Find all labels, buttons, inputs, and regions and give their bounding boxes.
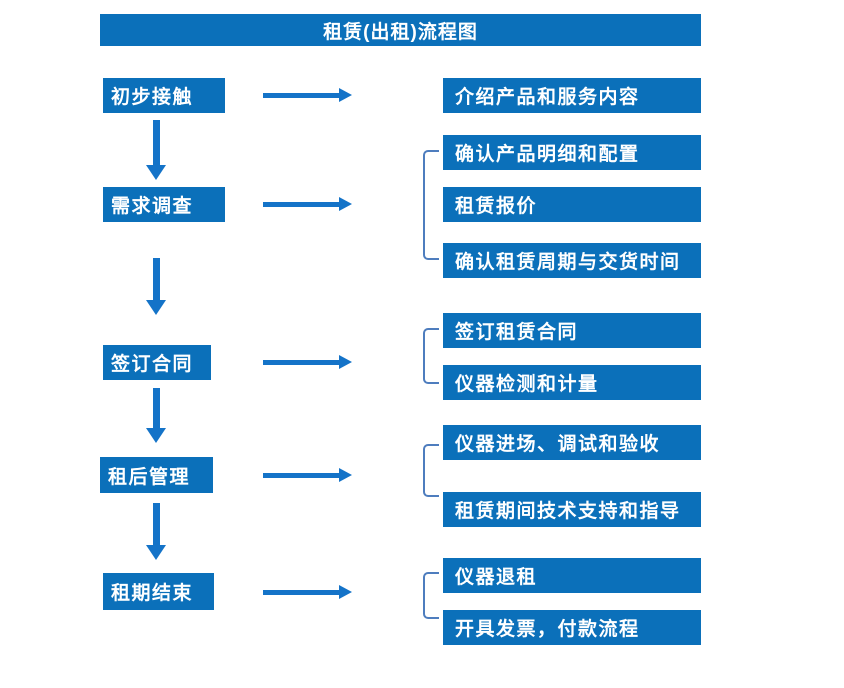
detail-box-confirm-period-delivery: 确认租赁周期与交货时间	[443, 243, 701, 278]
right-arrow-icon	[263, 88, 352, 102]
right-arrow-icon	[263, 585, 352, 599]
down-arrow-icon	[146, 120, 166, 180]
group-bracket-sign-contract	[423, 328, 439, 384]
detail-box-technical-support: 租赁期间技术支持和指导	[443, 492, 701, 527]
detail-box-introduce-products: 介绍产品和服务内容	[443, 78, 701, 113]
step-box-demand-survey: 需求调查	[103, 187, 225, 222]
detail-box-instrument-setup-acceptance: 仪器进场、调试和验收	[443, 425, 701, 460]
step-box-post-rental-management: 租后管理	[100, 457, 213, 493]
right-arrow-icon	[263, 468, 352, 482]
down-arrow-icon	[146, 258, 166, 315]
detail-box-rental-quotation: 租赁报价	[443, 187, 701, 222]
detail-box-instrument-testing: 仪器检测和计量	[443, 365, 701, 400]
right-arrow-icon	[263, 197, 352, 211]
group-bracket-demand-survey	[423, 150, 439, 260]
down-arrow-icon	[146, 388, 166, 443]
detail-box-invoice-payment: 开具发票，付款流程	[443, 610, 701, 645]
group-bracket-rental-end	[423, 572, 439, 619]
detail-box-sign-rental-contract: 签订租赁合同	[443, 313, 701, 348]
detail-box-instrument-return: 仪器退租	[443, 558, 701, 593]
flowchart-title: 租赁(出租)流程图	[100, 14, 701, 46]
step-box-initial-contact: 初步接触	[103, 78, 225, 113]
step-box-sign-contract: 签订合同	[103, 345, 211, 380]
down-arrow-icon	[146, 503, 166, 560]
right-arrow-icon	[263, 355, 352, 369]
step-box-rental-end: 租期结束	[103, 573, 214, 610]
group-bracket-post-rental	[423, 444, 439, 497]
detail-box-confirm-product-config: 确认产品明细和配置	[443, 135, 701, 170]
